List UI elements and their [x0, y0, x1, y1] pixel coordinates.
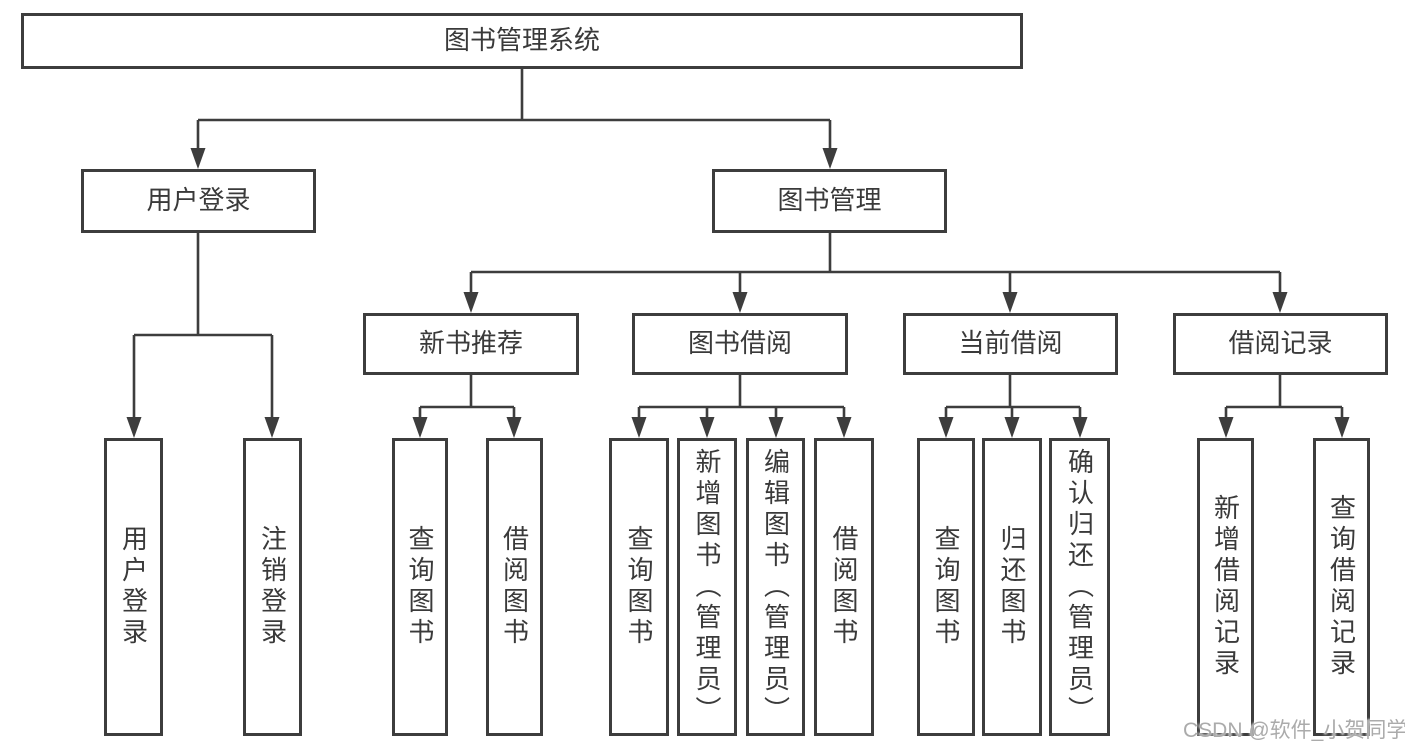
csdn-watermark: CSDN @软件_小贺同学 [1183, 719, 1405, 742]
leaf-logout: 注销登录 [243, 438, 302, 736]
node-book-borrowing: 图书借阅 [632, 313, 848, 375]
leaf-query-books-recommend-label: 查询图书 [405, 525, 435, 649]
leaf-edit-books-admin-label: 编辑图书（管理员） [760, 447, 791, 727]
edges-current-borrowing-to-leaves [938, 375, 1088, 438]
leaf-user-login-label: 用户登录 [118, 525, 149, 649]
node-user-login: 用户登录 [81, 169, 316, 233]
node-current-borrowing: 当前借阅 [903, 313, 1118, 375]
leaf-user-login: 用户登录 [104, 438, 163, 736]
edges-book-borrowing-to-leaves [631, 375, 852, 438]
leaf-add-books-admin-label: 新增图书（管理员） [692, 447, 722, 727]
leaf-query-books-recommend: 查询图书 [392, 438, 448, 736]
leaf-return-books-label: 归还图书 [997, 525, 1027, 649]
node-library-management-system: 图书管理系统 [21, 13, 1023, 69]
leaf-query-borrow-record-label: 查询借阅记录 [1326, 494, 1357, 680]
node-new-book-recommendation: 新书推荐 [363, 313, 579, 375]
edges-book-management-to-level3 [463, 233, 1288, 313]
leaf-query-books-current: 查询图书 [917, 438, 975, 736]
leaf-add-borrow-record: 新增借阅记录 [1197, 438, 1254, 736]
edges-new-book-recommendation-to-leaves [412, 375, 522, 438]
leaf-borrow-books-recommend: 借阅图书 [486, 438, 543, 736]
node-book-management: 图书管理 [712, 169, 947, 233]
leaf-query-books-current-label: 查询图书 [931, 525, 961, 649]
edges-user-login-to-leaves [126, 233, 280, 438]
leaf-logout-label: 注销登录 [257, 525, 288, 649]
leaf-confirm-return-admin-label: 确认归还（管理员） [1064, 447, 1095, 727]
edges-root-to-level2 [190, 69, 838, 169]
leaf-borrow-books: 借阅图书 [814, 438, 874, 736]
leaf-query-borrow-record: 查询借阅记录 [1313, 438, 1370, 736]
edges-borrowing-records-to-leaves [1218, 375, 1350, 438]
leaf-borrow-books-label: 借阅图书 [829, 525, 859, 649]
leaf-add-borrow-record-label: 新增借阅记录 [1210, 494, 1241, 680]
leaf-edit-books-admin: 编辑图书（管理员） [746, 438, 805, 736]
node-borrowing-records: 借阅记录 [1173, 313, 1388, 375]
leaf-borrow-books-recommend-label: 借阅图书 [499, 525, 530, 649]
leaf-confirm-return-admin: 确认归还（管理员） [1049, 438, 1110, 736]
leaf-return-books: 归还图书 [982, 438, 1042, 736]
leaf-query-books-borrowing-label: 查询图书 [624, 525, 654, 649]
leaf-query-books-borrowing: 查询图书 [609, 438, 669, 736]
leaf-add-books-admin: 新增图书（管理员） [677, 438, 737, 736]
